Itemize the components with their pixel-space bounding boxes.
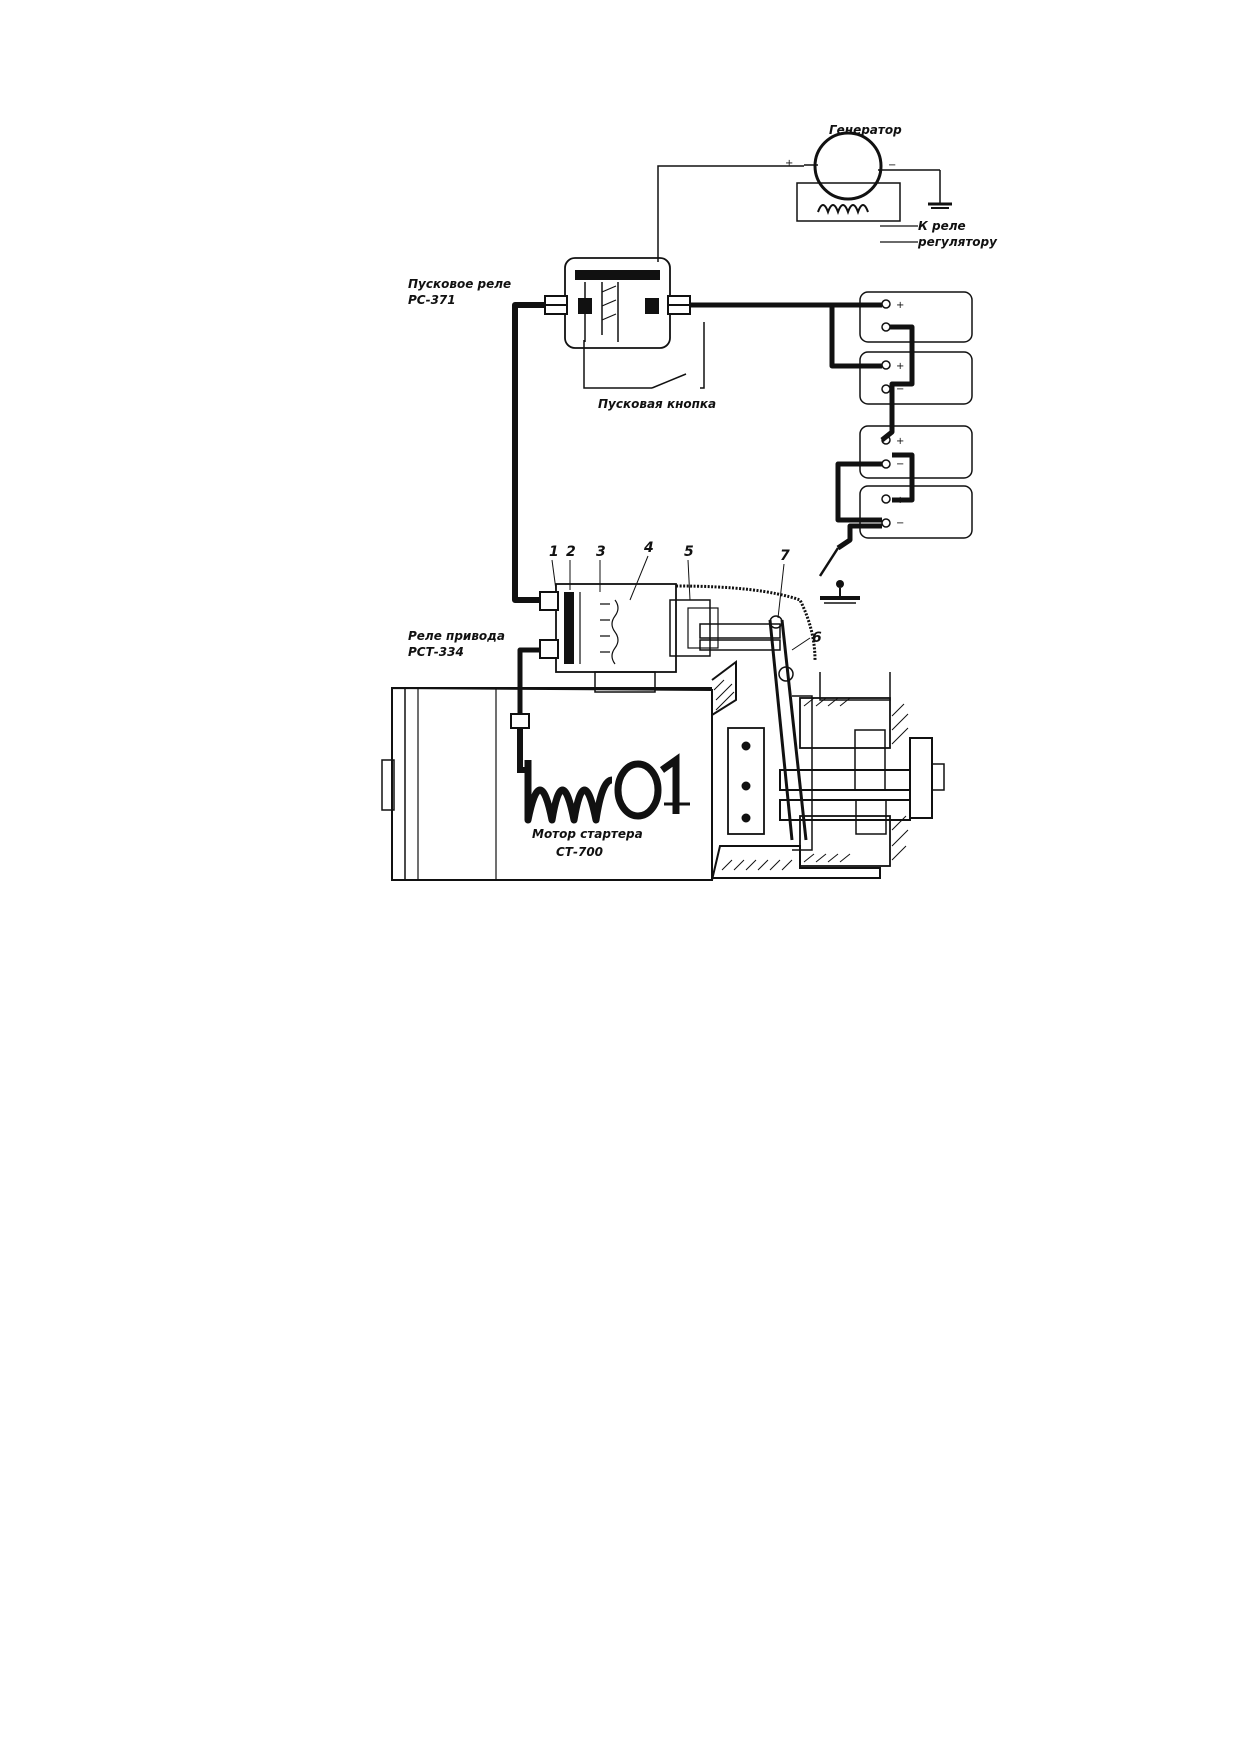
battery-2-plus: + [896,361,904,372]
start-relay-label-line2: РС-371 [408,293,456,307]
battery-3-plus: + [896,436,904,447]
battery-bank: + − + − + − + − [859,291,973,539]
battery-2-minus: − [896,384,904,395]
start-relay: Пусковое реле РС-371 [408,257,691,349]
start-relay-right-terminal [667,295,691,315]
generator-minus-sign: − [888,160,896,171]
callout-1: 1 [549,544,559,560]
callout-5: 5 [684,544,694,560]
start-relay-label-line1: Пусковое реле [408,277,511,291]
drive-housing [711,660,945,881]
to-relay-label-line2: регулятору [917,235,998,249]
drive-relay-to-motor-cable [517,647,540,716]
field-winding-icon [524,760,613,824]
battery-4-minus: − [896,518,904,529]
starter-motor: Мотор стартера СТ-700 [381,686,713,881]
armature-icon [614,760,662,820]
drive-relay-label-line2: РСТ-334 [408,645,464,659]
callout-6: 6 [812,630,822,646]
battery-1 [859,291,973,343]
callout-7: 7 [780,548,790,564]
drive-relay: Реле привода РСТ-334 [408,583,719,693]
drive-lever [699,615,808,841]
ground-switch [818,547,860,604]
callout-2: 2 [566,544,576,560]
start-button-switch: Пусковая кнопка [583,322,716,411]
battery-4 [859,485,973,539]
starter-motor-label-line1: Мотор стартера [532,827,643,841]
callouts: 1 2 3 4 5 6 7 [549,540,822,651]
solenoid-feed-wire [675,584,817,661]
battery-2 [859,351,973,405]
housing-hatching [713,679,909,871]
battery-3-minus: − [896,459,904,470]
generator: Генератор + − К реле регулятору [785,123,998,249]
generator-plus-sign: + [785,158,793,169]
start-button-label: Пусковая кнопка [598,397,716,411]
start-relay-to-drive-relay-cable [512,302,545,603]
battery-3 [859,425,973,479]
callout-3: 3 [596,544,606,560]
battery-cables [690,302,915,551]
ground-icon [928,202,952,209]
start-relay-left-terminal [544,295,568,315]
starter-motor-label-line2: СТ-700 [556,845,603,859]
drive-relay-label-line1: Реле привода [408,629,505,643]
battery-1-plus: + [896,300,904,311]
to-relay-label-line1: К реле [918,219,966,233]
drive-relay-top-terminal [539,591,559,611]
drive-relay-bottom-terminal [539,639,559,659]
generator-positive-wire [657,165,804,262]
generator-label: Генератор [829,123,902,137]
callout-4: 4 [643,540,654,556]
